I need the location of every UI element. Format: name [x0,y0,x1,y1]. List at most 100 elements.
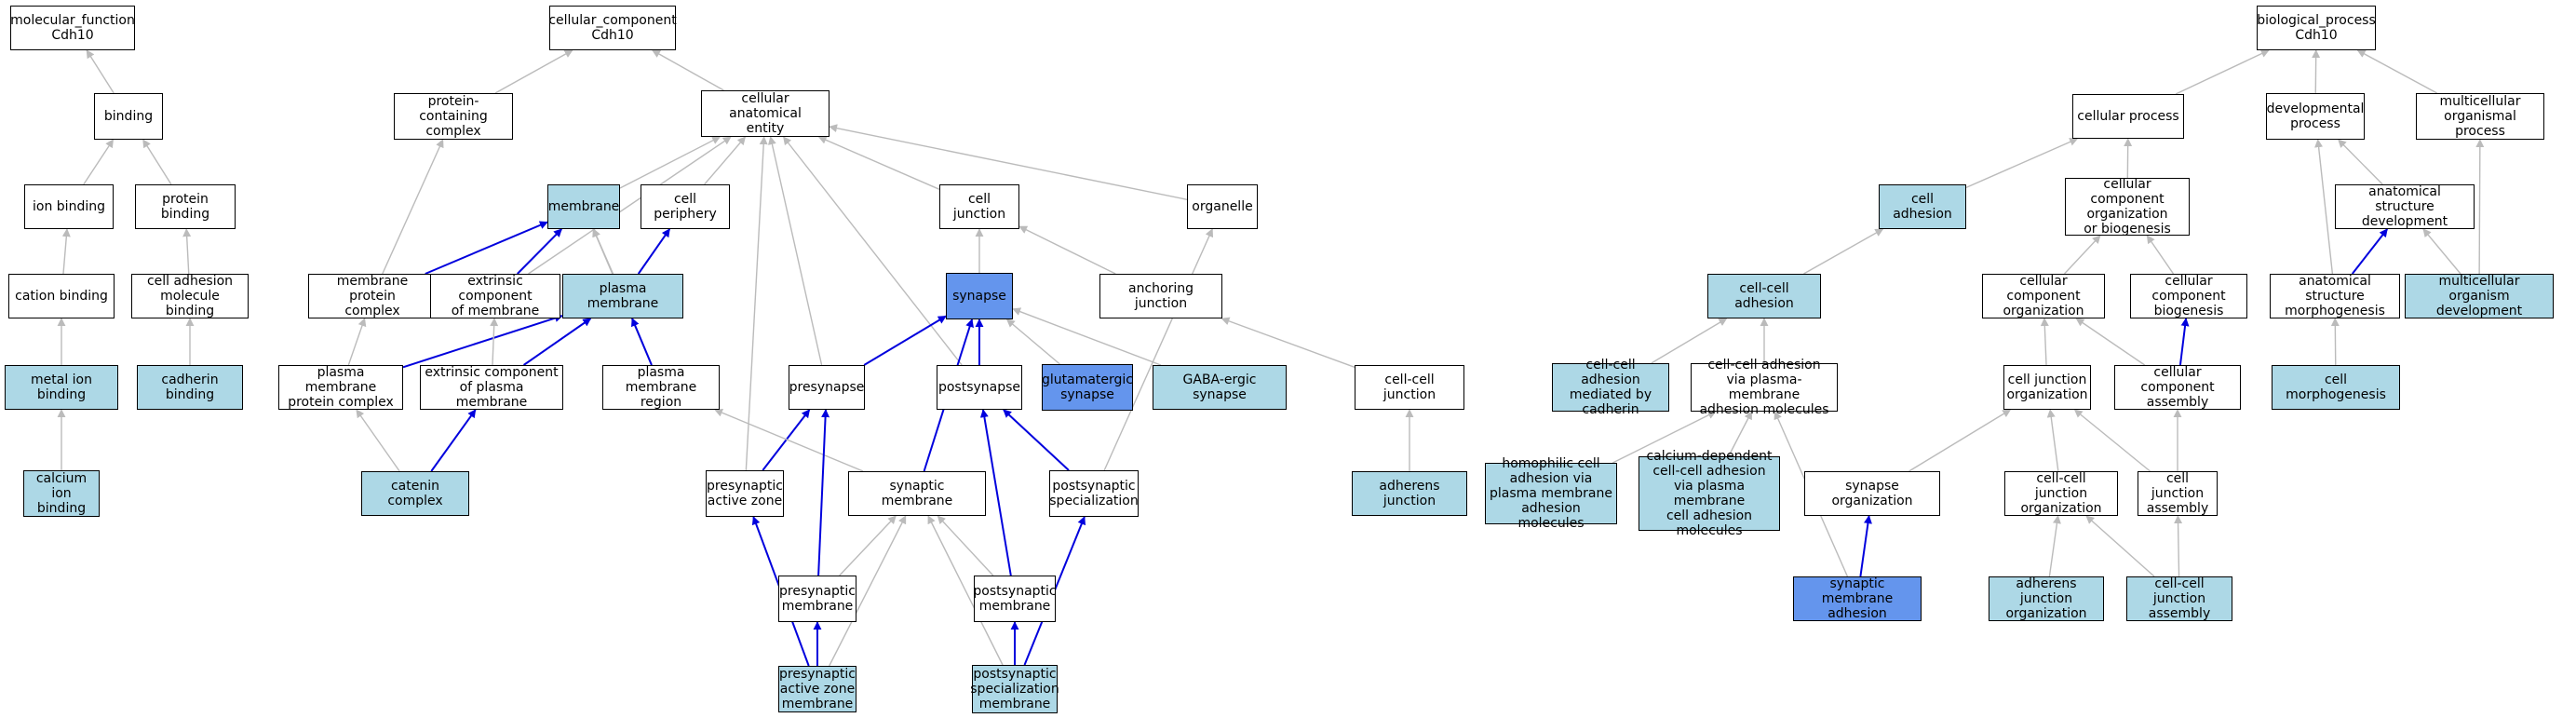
edge-catc-to-pmpc [356,409,400,472]
go-term-node-cadep: calcium-dependent cell-cell adhesion via… [1639,449,1780,538]
edge-cproc-to-bp [2175,49,2270,95]
edge-asm-to-asd [2351,228,2389,275]
edge-catb-to-ionb [61,228,71,275]
go-term-node-cc: cellular_component Cdh10 [548,6,677,50]
go-term-node-pss: postsynaptic specialization [1049,470,1139,517]
go-term-node-protb: protein binding [135,184,236,229]
edge-homo-to-ccapm [1612,411,1717,464]
edge-mod-to-asd [2422,228,2461,275]
go-term-node-pmpc: plasma membrane protein complex [278,365,403,410]
edge-ccjo-to-cjo [2046,409,2059,472]
go-term-node-ionb: ion binding [24,184,114,229]
go-term-node-pssm: postsynaptic specialization membrane [970,665,1059,713]
go-term-node-mf: molecular_function Cdh10 [10,6,135,50]
go-term-node-mem: membrane [547,184,620,229]
go-term-node-glut: glutamatergic synapse [1042,364,1133,411]
edge-mpc-to-pcc [382,139,444,275]
go-term-node-metb: metal ion binding [5,365,118,410]
go-term-node-cproc: cellular process [2072,94,2184,139]
edge-cadep-to-ccapm [1728,411,1753,457]
go-term-node-cadh: cell adhesion [1879,184,1966,229]
edge-cja-to-cjo [2073,409,2151,472]
edge-catc-to-ecpm [430,409,477,472]
go-term-node-pm: plasma membrane [562,274,683,318]
go-term-node-paz: presynaptic active zone [706,470,784,517]
edge-ecm-to-cae [528,136,732,275]
go-term-node-cca: cellular component assembly [2114,365,2241,410]
go-term-node-ccb: cellular component biogenesis [2130,274,2247,318]
edge-pmpc-to-mpc [347,318,367,366]
go-term-node-ccadh: cell-cell adhesion [1707,274,1821,318]
go-term-node-binding: binding [94,93,163,140]
go-term-node-mod: multicellular organism development [2405,274,2554,318]
edge-camb-to-protb [182,228,192,275]
go-term-node-cjo: cell junction organization [2003,365,2091,410]
edge-ccadh-to-cadh [1803,228,1884,275]
edge-postm-to-synm [937,515,994,576]
go-term-node-org: organelle [1187,184,1258,229]
edge-ecpm-to-pm [522,318,592,366]
edge-pss-to-postsyn [1003,409,1070,471]
go-term-node-ccob: cellular component organization or bioge… [2065,177,2190,237]
go-term-node-cab: calcium ion binding [23,470,100,517]
edge-pss-to-org [1103,228,1214,471]
edge-pmpc-to-pm [402,314,563,369]
go-term-node-ajun: anchoring junction [1099,274,1222,318]
edge-ccja-to-ccjo [2085,515,2155,577]
go-term-node-synm: synaptic membrane [848,471,986,516]
go-term-node-ajo: adherens junction organization [1989,576,2104,621]
go-term-node-catc: catenin complex [361,471,469,516]
edge-syno-to-cjo [1908,409,2012,472]
edge-ionb-to-binding [83,139,115,185]
go-term-node-camb: cell adhesion molecule binding [131,274,249,318]
edge-cmorph-to-asm [2330,318,2340,366]
go-term-node-asm: anatomical structure morphogenesis [2270,274,2400,318]
edge-cae-to-cc [651,49,724,91]
edge-mem-to-cae [619,136,722,189]
edge-cjo-to-cco [2040,318,2049,366]
go-term-node-syn: synapse [946,273,1013,319]
edge-postm-to-postsyn [979,409,1012,576]
go-term-node-asd: anatomical structure development [2335,184,2475,229]
go-term-node-cco: cellular component organization [1982,274,2105,318]
go-term-node-ccapm: cell-cell adhesion via plasma-membrane a… [1691,358,1838,417]
edge-glut-to-syn [1005,318,1060,365]
edge-pssm-to-synm [927,515,1004,666]
edge-cjun-to-cae [817,136,940,190]
edge-ajun-to-cjun [1018,225,1116,275]
go-term-node-prem: presynaptic membrane [778,576,856,622]
go-term-node-postm: postsynaptic membrane [973,576,1057,622]
go-term-node-gaba: GABA-ergic synapse [1153,365,1287,410]
edge-binding-to-mf [86,49,115,94]
go-term-node-ccacad: cell-cell adhesion mediated by cadherin [1552,358,1669,417]
edge-presyn-to-cae [767,136,823,366]
edge-pcc-to-cc [494,49,573,94]
edge-postsyn-to-cae [783,136,963,366]
edge-asm-to-devp [2314,139,2334,275]
go-term-node-pazm: presynaptic active zone membrane [778,666,856,712]
go-term-node-devp: developmental process [2266,93,2365,140]
edge-ccj-to-ajun [1221,317,1355,369]
go-term-node-ccj: cell-cell junction [1355,365,1464,410]
edge-pazm-to-synm [829,515,907,667]
edge-paz-to-cae [745,136,768,471]
edge-ccb-to-ccob [2146,235,2175,275]
go-term-node-mop: multicellular organismal process [2416,93,2544,140]
edge-protb-to-binding [142,139,172,185]
edge-cco-to-ccob [2063,235,2101,275]
edge-ccacad-to-ccadh [1651,318,1728,364]
edge-cadh-to-cproc [1965,138,2079,189]
edge-cca-to-ccb [2178,318,2190,366]
go-term-node-mpc: membrane protein complex [308,274,437,318]
go-term-node-postsyn: postsynapse [937,365,1022,410]
edge-asd-to-devp [2338,139,2383,185]
edge-ecpm-to-ecm [490,318,499,366]
edge-pmr-to-pm [631,318,653,366]
go-term-node-cjun: cell junction [939,184,1019,229]
go-term-node-cadb: cadherin binding [137,365,243,410]
go-term-node-ecpm: extrinsic component of plasma membrane [420,365,563,410]
go-term-node-sma: synaptic membrane adhesion [1793,576,1922,621]
go-term-node-presyn: presynapse [789,365,865,410]
